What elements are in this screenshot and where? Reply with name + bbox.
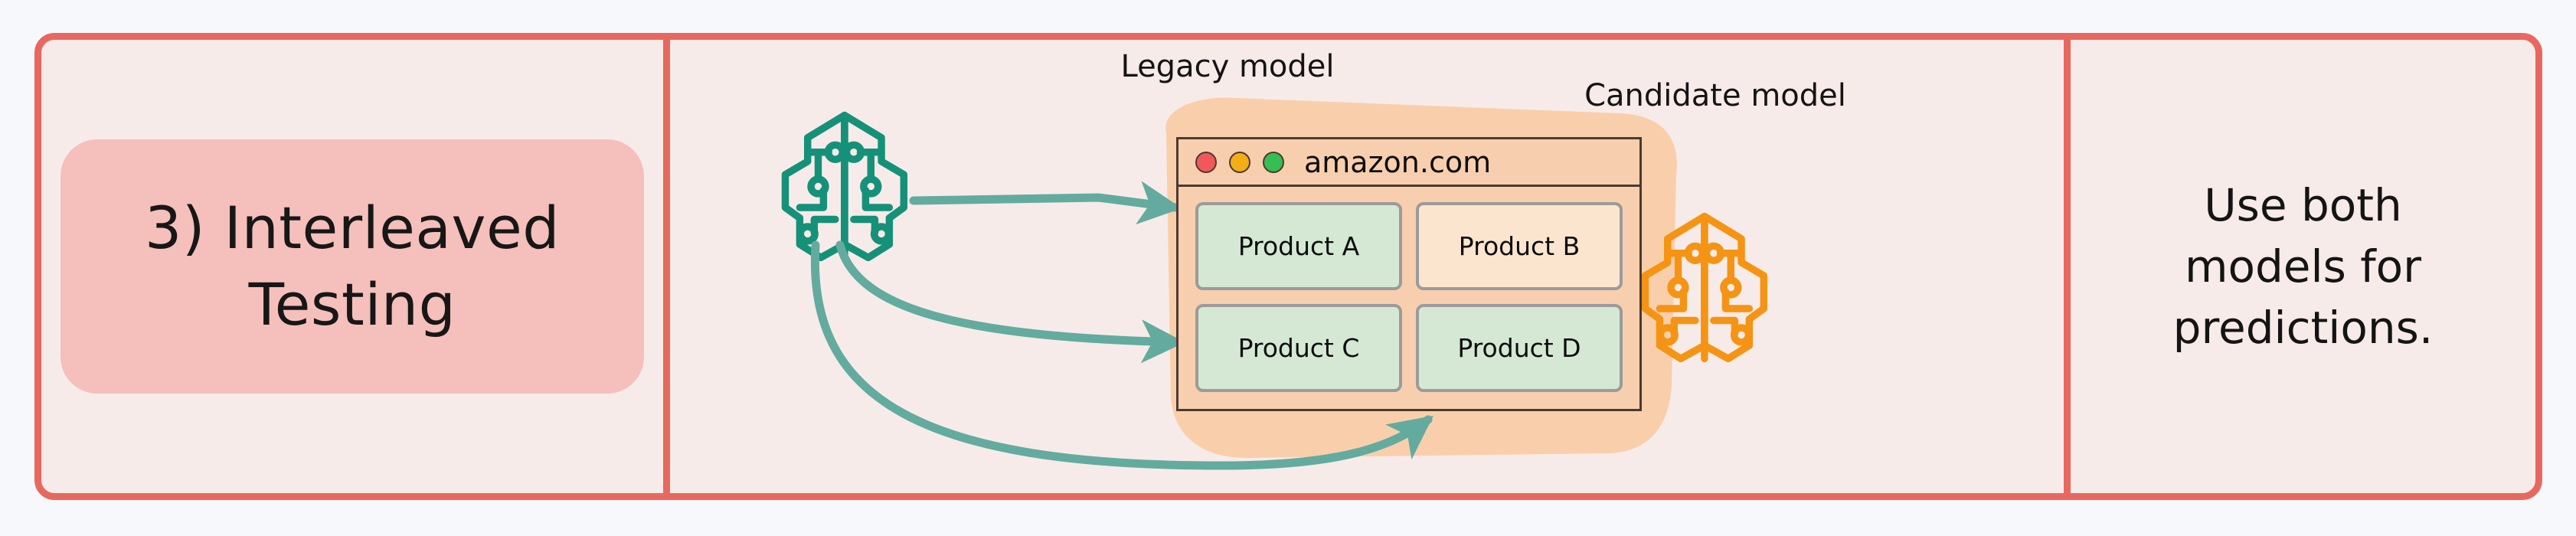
arrow-legacy-to-product-a: [909, 181, 1182, 225]
title-column: 3) Interleaved Testing: [41, 40, 663, 493]
interleaved-testing-panel: 3) Interleaved Testing: [34, 33, 2542, 500]
column-divider-2: [2064, 40, 2071, 493]
product-card-c[interactable]: Product C: [1195, 304, 1402, 392]
arrow-legacy-to-product-d: [810, 240, 1433, 470]
arrow-legacy-to-product-c: [835, 240, 1185, 364]
legacy-brain-icon: [781, 111, 908, 262]
legacy-model-label: Legacy model: [1120, 49, 1335, 84]
browser-titlebar: amazon.com: [1178, 139, 1639, 187]
title-line-2: Testing: [248, 270, 456, 338]
product-card-d[interactable]: Product D: [1416, 304, 1623, 392]
url-text[interactable]: amazon.com: [1304, 145, 1492, 179]
column-divider-1: [663, 40, 670, 493]
title-pill: 3) Interleaved Testing: [60, 139, 644, 394]
maximize-dot-icon[interactable]: [1263, 151, 1284, 173]
description-text: Use both models for predictions.: [2173, 175, 2434, 358]
close-dot-icon[interactable]: [1195, 151, 1217, 173]
description-column: Use both models for predictions.: [2071, 40, 2535, 493]
minimize-dot-icon[interactable]: [1229, 151, 1250, 173]
candidate-model-label: Candidate model: [1584, 78, 1846, 113]
candidate-brain-icon: [1641, 212, 1768, 363]
product-card-a[interactable]: Product A: [1195, 202, 1402, 290]
diagram-column: Legacy model Candidate model amazon.com …: [670, 40, 2064, 493]
product-card-b[interactable]: Product B: [1416, 202, 1623, 290]
description-line-3: predictions.: [2172, 302, 2434, 355]
product-grid: Product A Product B Product C Product D: [1178, 187, 1639, 409]
description-line-2: models for: [2184, 240, 2421, 293]
title-line-1: 3) Interleaved: [145, 194, 560, 263]
description-line-1: Use both: [2204, 178, 2402, 231]
browser-window: amazon.com Product A Product B Product C…: [1176, 137, 1642, 411]
